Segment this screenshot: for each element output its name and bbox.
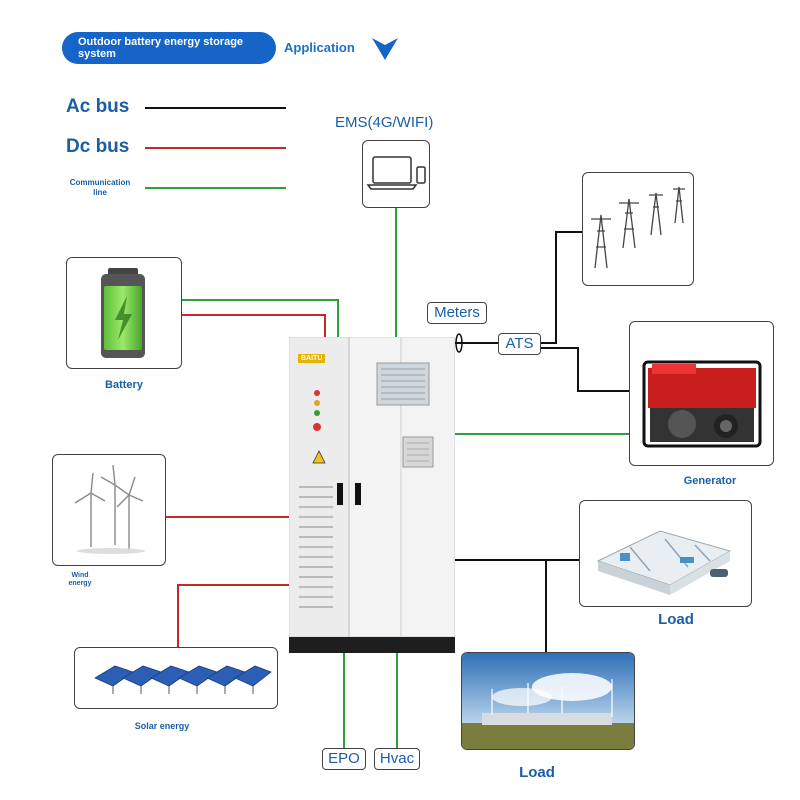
- load-house-card: [579, 500, 752, 607]
- grid-card: [582, 172, 694, 286]
- wind-turbine-icon: [74, 464, 145, 554]
- legend-ac-bus: Ac bus: [66, 96, 130, 117]
- system-title: Outdoor battery energy storage system: [78, 36, 244, 60]
- generator-icon: [642, 360, 762, 448]
- hvac-tag: Hvac: [374, 748, 420, 770]
- wind-label: Wind energy: [68, 572, 92, 587]
- battery-icon: [101, 268, 145, 358]
- legend-comm-line: Communication line: [69, 178, 131, 197]
- generator-card: [629, 321, 774, 466]
- solar-card: [74, 647, 278, 709]
- cabinet-brand-label: BAITU: [298, 354, 326, 363]
- battery-comm-wire: [182, 299, 339, 338]
- generator-ac-wire: [541, 347, 630, 392]
- battery-card: [66, 257, 182, 369]
- grid-ac-wire: [541, 231, 583, 344]
- chevron-down-icon: [372, 38, 398, 60]
- epo-tag: EPO: [322, 748, 366, 770]
- transmission-tower-icon: [591, 186, 685, 269]
- load-bottom-label: Load: [519, 764, 555, 781]
- load-plant-card: [461, 652, 635, 750]
- system-title-pill: Outdoor battery energy storage system: [62, 32, 276, 64]
- ems-card: [362, 140, 430, 208]
- application-label: Application: [284, 40, 355, 55]
- solar-panel-icon: [94, 665, 272, 694]
- meter-ct-symbol: [455, 333, 463, 353]
- meters-tag: Meters: [427, 302, 487, 324]
- generator-label: Generator: [683, 475, 737, 487]
- ems-label: EMS(4G/WIFI): [335, 114, 434, 131]
- wind-card: [52, 454, 166, 566]
- legend-dc-bus: Dc bus: [66, 136, 130, 157]
- battery-dc-wire: [182, 314, 326, 338]
- cabinet-illustration: [288, 336, 456, 653]
- load-top-label: Load: [658, 611, 694, 628]
- power-plant-icon: [462, 653, 634, 749]
- ats-tag: ATS: [498, 333, 541, 355]
- house-icon: [596, 530, 732, 595]
- solar-label: Solar energy: [134, 721, 190, 731]
- battery-label: Battery: [105, 379, 143, 391]
- energy-storage-cabinet: [288, 336, 456, 653]
- laptop-icon: [366, 156, 426, 190]
- solar-dc-wire: [177, 584, 290, 650]
